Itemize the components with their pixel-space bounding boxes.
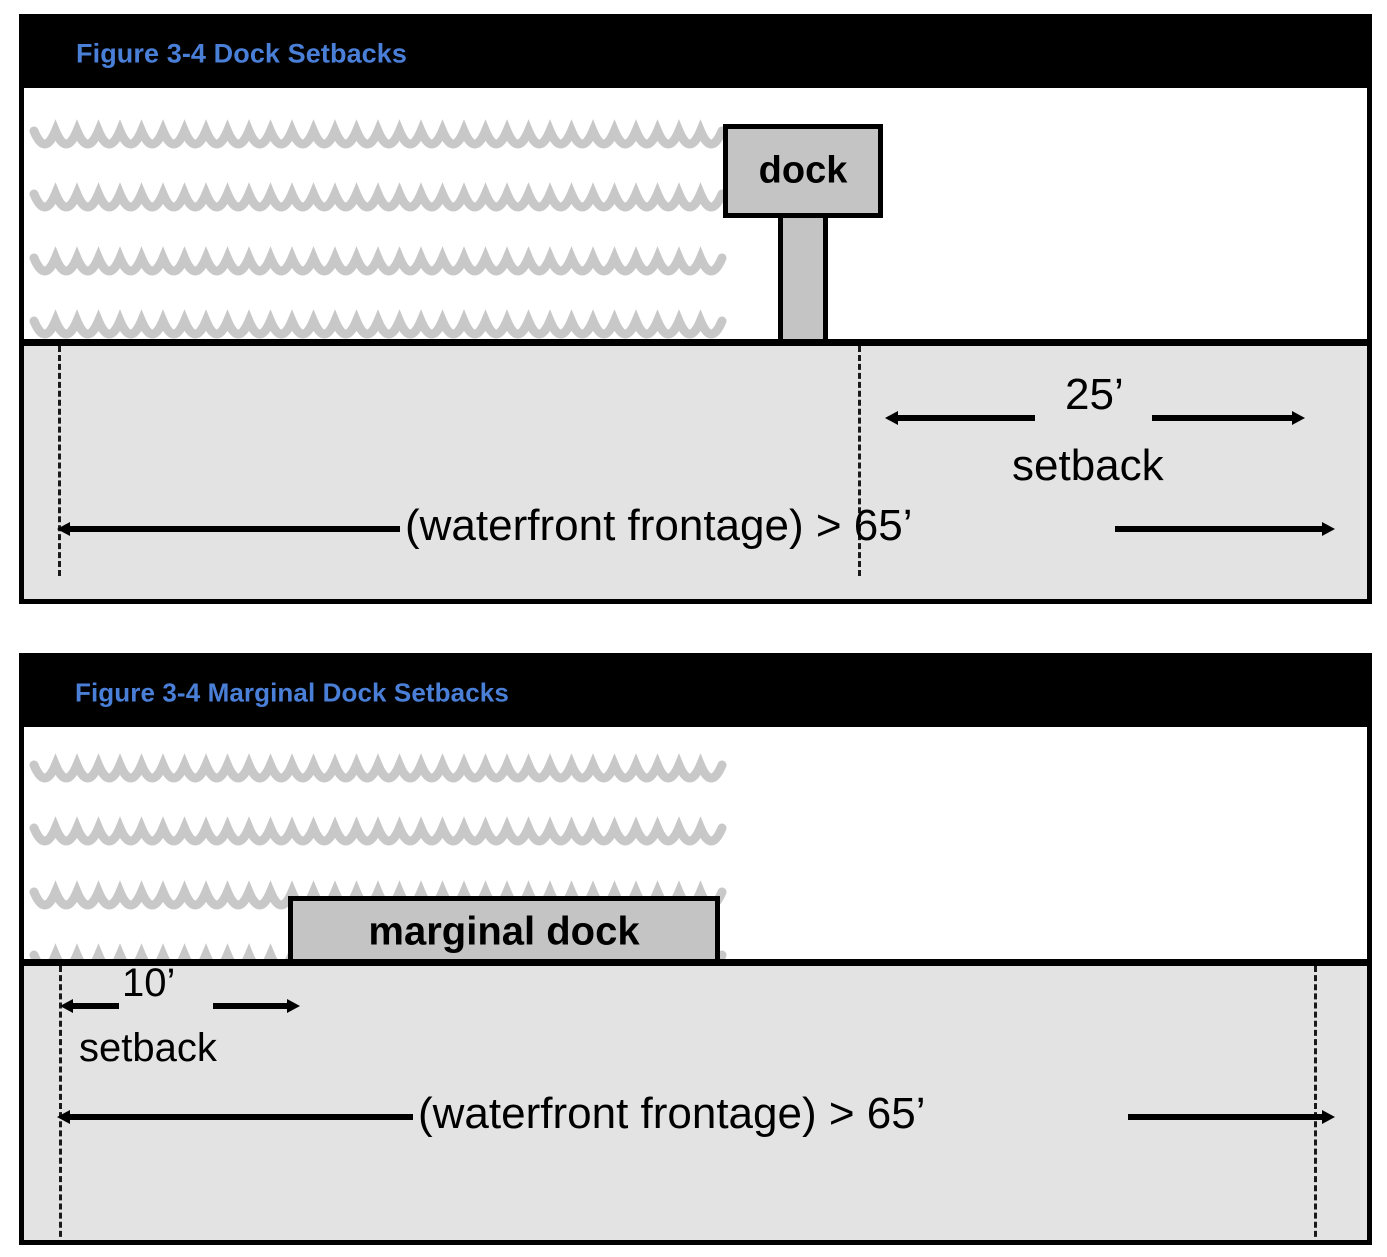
land-area: 10’ setback (waterfront frontage) > 65’ <box>24 961 1367 1240</box>
setback-value-label: 25’ <box>1065 370 1124 419</box>
figure-title-bar: Figure 3-4 Dock Setbacks <box>24 19 1367 88</box>
dock-head: dock <box>723 124 883 218</box>
lot-line-left <box>58 346 61 576</box>
shoreline <box>24 959 1367 966</box>
setback-unit-label: setback <box>79 1026 217 1070</box>
frontage-dimension-arrow <box>57 1110 1335 1124</box>
frontage-label: (waterfront frontage) > 65’ <box>418 1089 926 1138</box>
setback-value-label: 10’ <box>122 961 176 1005</box>
figure-title: Figure 3-4 Marginal Dock Setbacks <box>75 677 509 707</box>
lot-line-right <box>858 346 861 576</box>
figure-panel-dock-setbacks: Figure 3-4 Dock Setbacks dock <box>19 14 1372 604</box>
lot-line-right <box>1314 966 1317 1240</box>
figure-title-bar: Figure 3-4 Marginal Dock Setbacks <box>24 658 1367 727</box>
dock-label: dock <box>758 149 848 192</box>
wave-pattern <box>24 88 1367 339</box>
marginal-dock: marginal dock <box>288 896 720 968</box>
setback-dimension-arrow <box>60 999 300 1013</box>
frontage-label: (waterfront frontage) > 65’ <box>405 501 913 550</box>
setback-dimension-arrow <box>885 411 1305 425</box>
setback-unit-label: setback <box>1012 441 1164 490</box>
frontage-dimension-arrow <box>57 522 1335 536</box>
land-area: 25’ setback (waterfront frontage) > 65’ <box>24 346 1367 599</box>
lot-line-left <box>59 966 62 1240</box>
marginal-dock-label: marginal dock <box>368 909 640 954</box>
figure-panel-marginal-dock-setbacks: Figure 3-4 Marginal Dock Setbacks margin… <box>19 653 1372 1245</box>
water-area <box>24 88 1367 339</box>
shoreline <box>24 339 1367 346</box>
figure-title: Figure 3-4 Dock Setbacks <box>76 38 408 68</box>
